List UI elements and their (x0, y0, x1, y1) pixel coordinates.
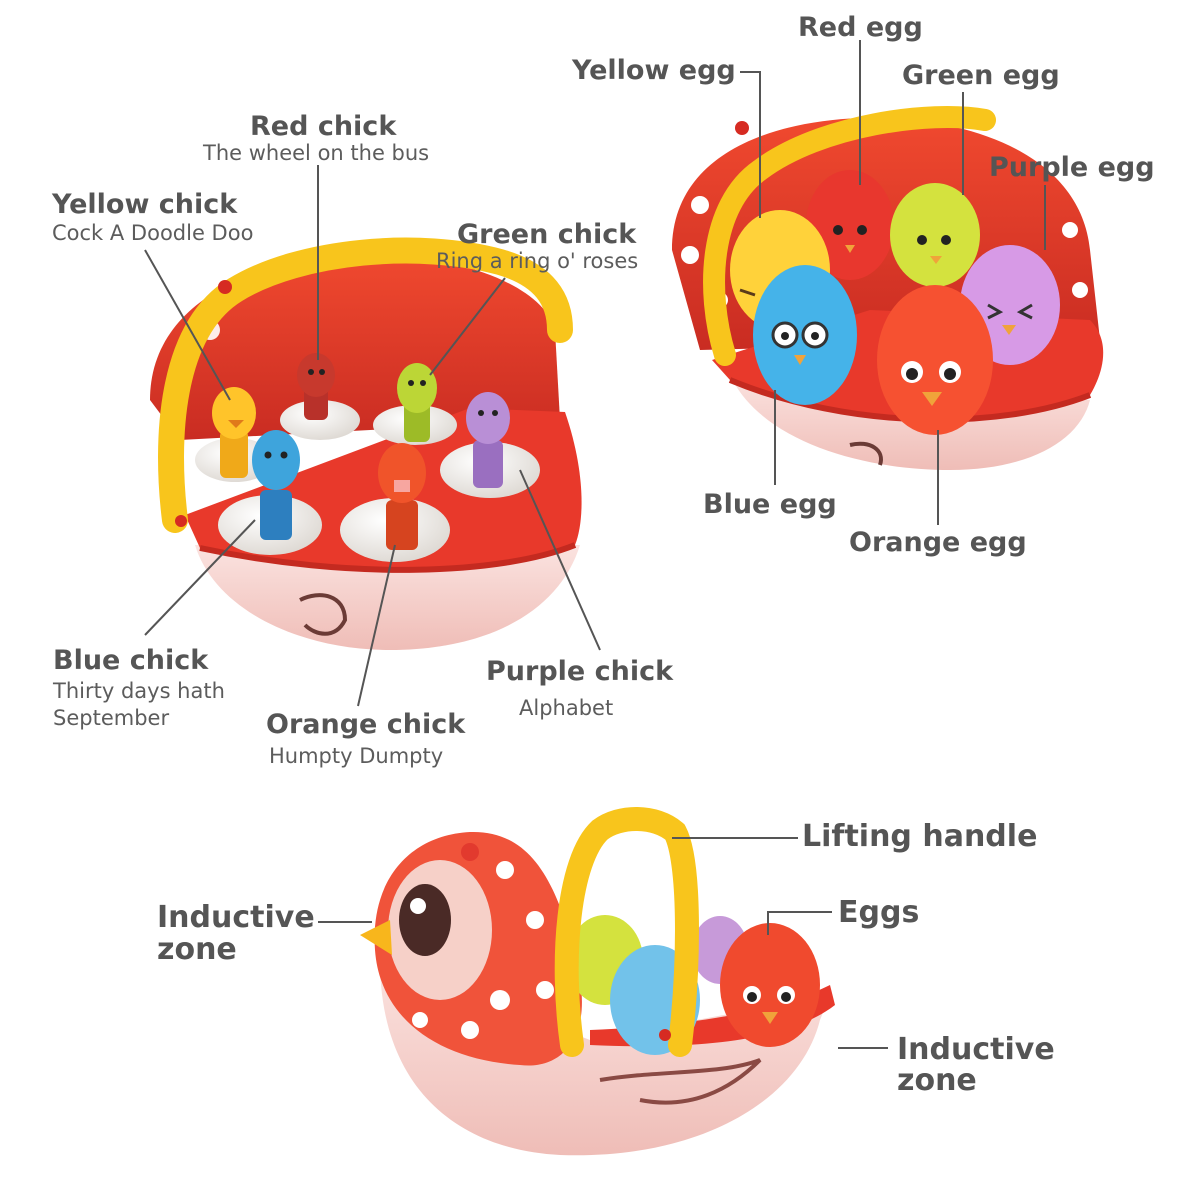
label-purple-egg: Purple egg (989, 152, 1155, 183)
chick-figure-green (397, 363, 437, 442)
label-red-chick: Red chick (250, 111, 397, 142)
egg-figure-orange (877, 285, 993, 435)
egg-basket (672, 106, 1104, 470)
label-inductive-zone-left-line1: Inductive (157, 900, 315, 935)
chick-figure-yellow (212, 387, 256, 478)
label-blue-chick-song-line1: Thirty days hath (53, 679, 225, 703)
label-purple-chick: Purple chick (486, 656, 674, 687)
leader-lines (144, 40, 1046, 1049)
label-lifting-handle: Lifting handle (802, 819, 1038, 854)
label-inductive-zone-right-line1: Inductive (897, 1032, 1055, 1067)
label-purple-chick-song: Alphabet (519, 696, 614, 720)
label-yellow-chick-song: Cock A Doodle Doo (52, 221, 254, 245)
label-green-chick-song: Ring a ring o' roses (436, 249, 639, 273)
label-orange-egg: Orange egg (849, 527, 1027, 558)
label-blue-chick-song-line2: September (53, 706, 170, 730)
chick-figure-purple (466, 392, 510, 488)
label-red-chick-song: The wheel on the bus (203, 141, 430, 165)
label-orange-chick-song: Humpty Dumpty (269, 744, 444, 768)
chick-figure-red (297, 353, 335, 420)
label-blue-chick: Blue chick (53, 645, 209, 676)
hen-basket-side-view (360, 807, 835, 1156)
egg-figure-red-side (720, 923, 820, 1047)
egg-figure-green (890, 183, 980, 287)
label-yellow-chick: Yellow chick (52, 189, 238, 220)
label-inductive-zone-left-line2: zone (157, 932, 237, 967)
label-blue-egg: Blue egg (703, 489, 837, 520)
egg-figure-red (806, 170, 894, 280)
label-inductive-zone-right-line2: zone (897, 1063, 977, 1098)
chick-figure-blue (252, 430, 300, 540)
label-yellow-egg: Yellow egg (572, 55, 736, 86)
label-green-chick: Green chick (457, 219, 637, 250)
label-eggs: Eggs (838, 895, 920, 930)
chick-figure-orange (378, 443, 426, 550)
egg-figure-blue (753, 265, 857, 405)
label-green-egg: Green egg (902, 60, 1060, 91)
label-orange-chick: Orange chick (266, 709, 466, 740)
chick-basket (150, 237, 582, 650)
label-red-egg: Red egg (798, 12, 923, 43)
